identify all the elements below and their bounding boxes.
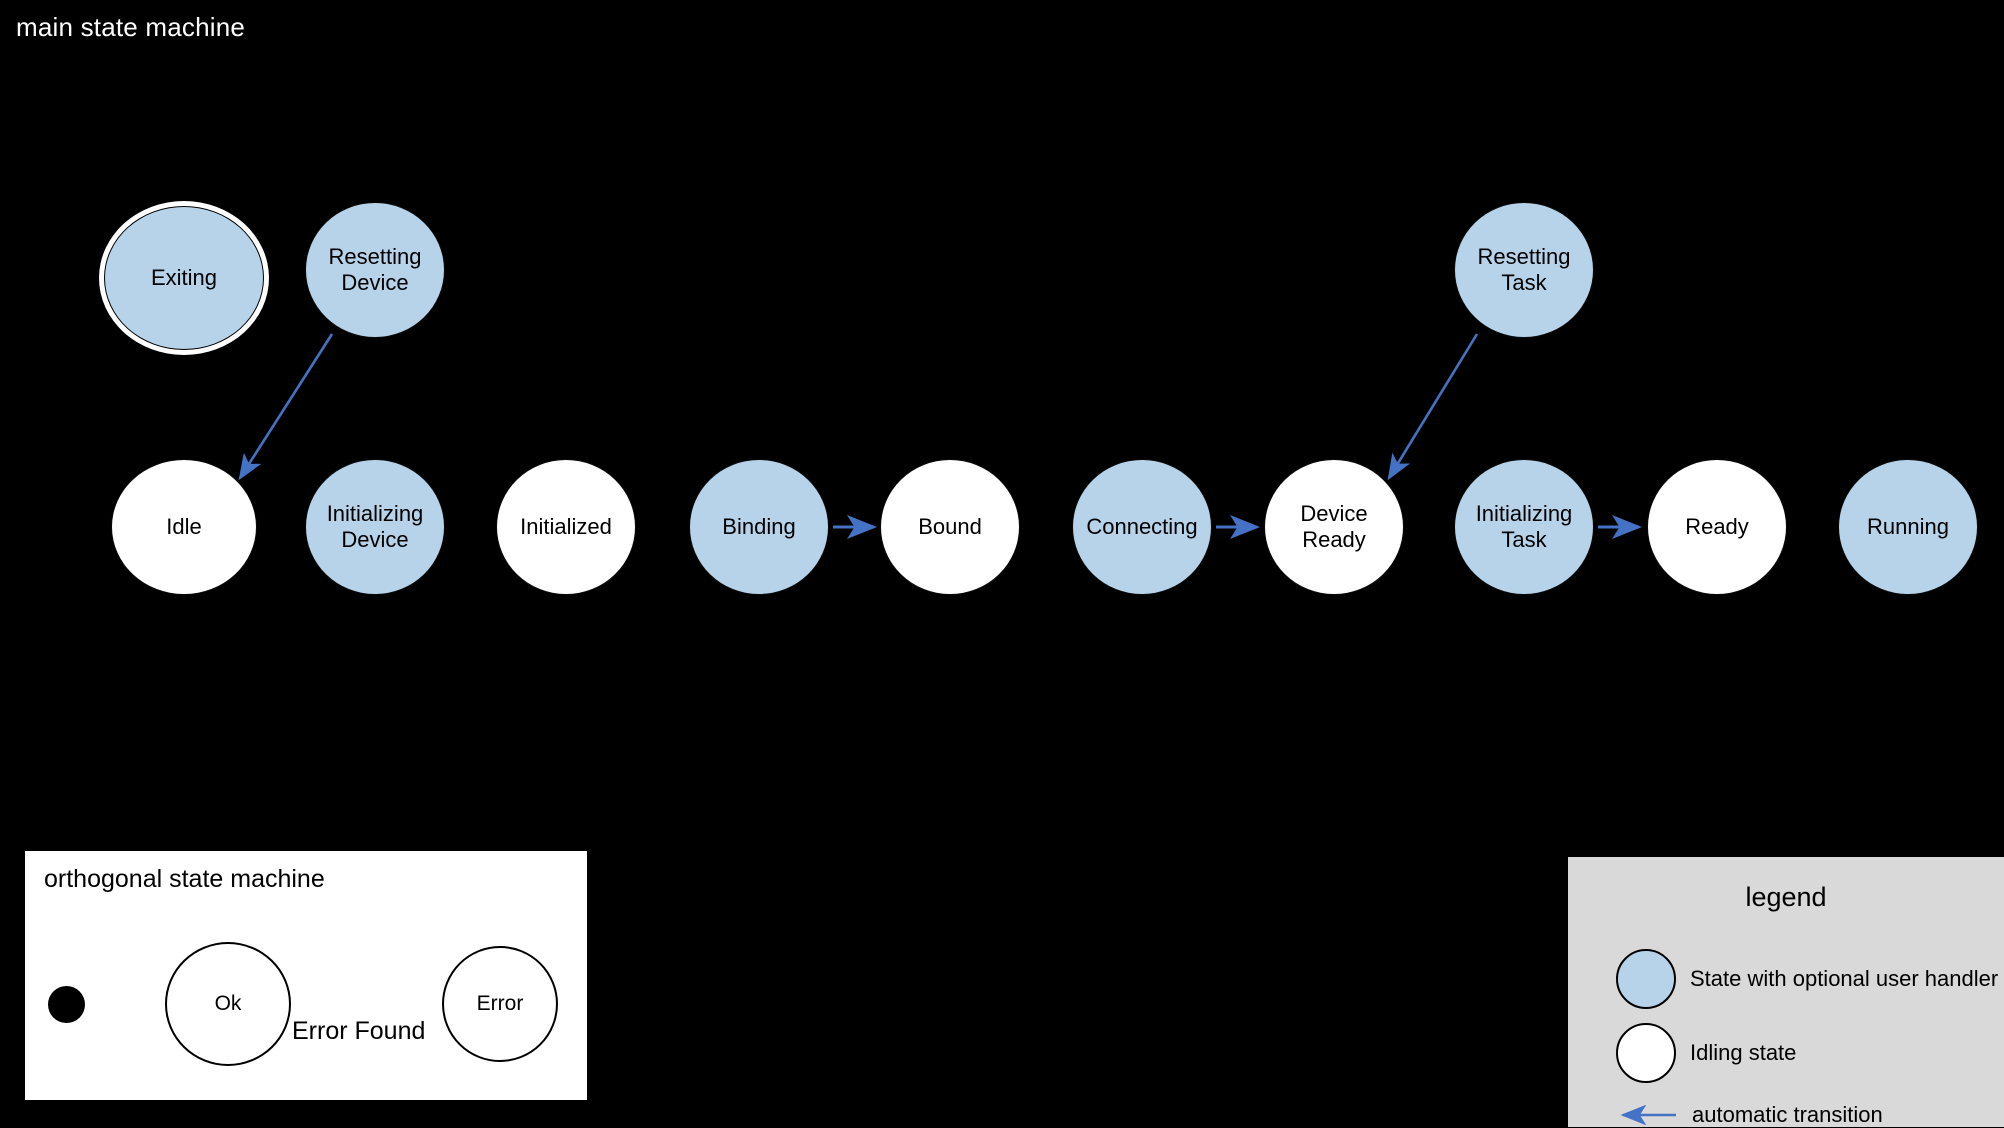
state-label-connecting: Connecting — [1086, 514, 1198, 540]
legend-title: legend — [1745, 882, 1827, 912]
legend-item-state-handler: State with optional user handler — [1616, 949, 1998, 1009]
edge-resetting-device-to-idle — [238, 333, 334, 481]
state-label-resetting-device: Resetting Device — [328, 244, 422, 295]
state-node-bound[interactable]: Bound — [880, 459, 1020, 595]
state-node-error[interactable]: Error — [442, 946, 558, 1062]
state-node-initializing-task[interactable]: Initializing Task — [1454, 459, 1594, 595]
state-label-running: Running — [1867, 514, 1949, 540]
initial-state-dot — [48, 986, 85, 1023]
state-label-binding: Binding — [722, 514, 796, 540]
state-node-resetting-task[interactable]: Resetting Task — [1454, 202, 1594, 338]
state-node-running[interactable]: Running — [1838, 459, 1978, 595]
page-title: main state machine — [16, 12, 246, 42]
orthogonal-panel-title: orthogonal state machine — [44, 865, 325, 893]
state-label-bound: Bound — [918, 514, 982, 540]
state-label-idle: Idle — [166, 514, 202, 540]
state-label-error: Error — [476, 992, 524, 1015]
legend-item-state-idle: Idling state — [1616, 1023, 1796, 1083]
state-label-device-ready: Device Ready — [1300, 501, 1368, 552]
state-node-initialized[interactable]: Initialized — [496, 459, 636, 595]
state-node-idle[interactable]: Idle — [111, 459, 257, 595]
legend-label-state-idle: Idling state — [1690, 1040, 1797, 1065]
white-circle-icon — [1616, 1023, 1676, 1083]
state-node-exiting[interactable]: Exiting — [104, 206, 264, 350]
legend-label-auto-transition: automatic transition — [1692, 1102, 1883, 1127]
legend-label-state-handler: State with optional user handler — [1690, 966, 1999, 991]
state-node-binding[interactable]: Binding — [689, 459, 829, 595]
state-label-exiting: Exiting — [150, 265, 218, 291]
legend-item-auto-transition: automatic transition — [1616, 1102, 1883, 1128]
state-node-resetting-device[interactable]: Resetting Device — [305, 202, 445, 338]
blue-circle-icon — [1616, 949, 1676, 1009]
state-node-initializing-device[interactable]: Initializing Device — [305, 459, 445, 595]
state-node-connecting[interactable]: Connecting — [1072, 459, 1212, 595]
legend-panel: legend State with optional user handler … — [1568, 857, 2004, 1127]
state-node-ready[interactable]: Ready — [1647, 459, 1787, 595]
state-label-initialized: Initialized — [520, 514, 612, 540]
blue-left-arrow-icon — [1620, 1105, 1676, 1125]
edge-label-error-found: Error Found — [292, 1017, 426, 1045]
state-node-device-ready[interactable]: Device Ready — [1264, 459, 1404, 595]
state-node-ok[interactable]: Ok — [165, 942, 291, 1066]
state-label-initializing-task: Initializing Task — [1475, 501, 1573, 552]
state-label-resetting-task: Resetting Task — [1477, 244, 1571, 295]
state-label-initializing-device: Initializing Device — [326, 501, 424, 552]
state-label-ready: Ready — [1685, 514, 1749, 540]
state-label-ok: Ok — [214, 992, 242, 1015]
edge-resetting-task-to-device-ready — [1387, 333, 1479, 481]
